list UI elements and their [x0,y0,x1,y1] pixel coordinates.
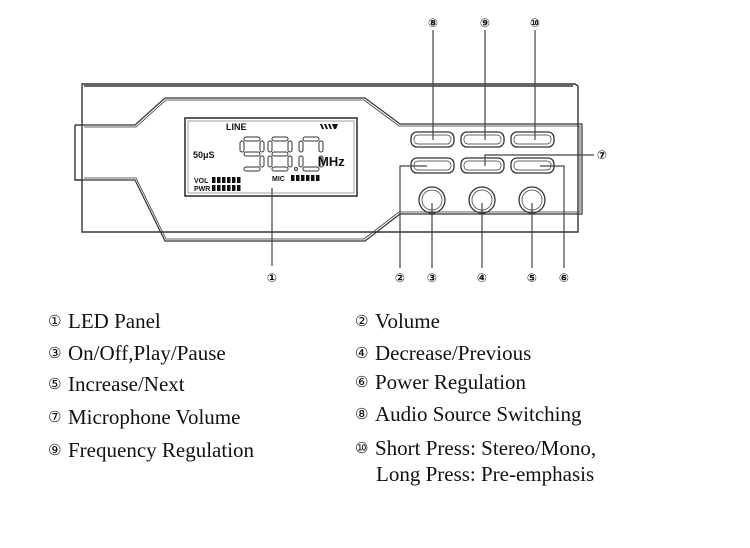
button-frequency[interactable] [460,131,505,148]
device-body [74,83,583,242]
level-bar-segment [217,185,221,191]
legend-label: Microphone Volume [68,405,241,429]
lcd-source-label: LINE [226,122,247,132]
level-bar-segment [212,177,216,183]
callout-10: ⑩ [530,16,540,30]
legend-item: ⑥ Power Regulation [355,372,526,393]
level-bar-segment [296,175,300,181]
level-bar-segment [222,185,226,191]
lcd-panel: LINE 50μS [184,117,358,197]
level-bar-segment [227,177,231,183]
lcd-preemphasis-label: 50μS [193,150,215,160]
callout-5: ⑤ [527,271,537,285]
legend-label: Increase/Next [68,372,185,396]
level-bar-segment [316,175,320,181]
lcd-unit-label: MHz [318,154,345,169]
legend-label: Frequency Regulation [68,438,255,462]
legend-number: ① [48,312,62,330]
legend-number: ⑦ [48,408,62,426]
vol-level-bars [212,177,241,183]
pwr-level-bars [212,185,241,191]
legend-item: ② Volume [355,311,440,332]
lcd-digit [239,136,265,172]
button-mic-volume[interactable] [460,157,505,174]
legend-label: Volume [375,309,440,333]
leader-lines [271,30,594,268]
legend-number: ② [355,312,369,330]
legend-number: ⑩ [355,439,369,457]
legend-item: ④ Decrease/Previous [355,343,531,364]
level-bar-segment [311,175,315,181]
lcd-digit [298,136,324,172]
level-bar-segment [306,175,310,181]
button-stereo-mono[interactable] [510,131,555,148]
legend-number: ⑧ [355,405,369,423]
callout-2: ② [395,271,405,285]
callout-1: ① [267,271,277,285]
callout-8: ⑧ [428,16,438,30]
legend-item: ③ On/Off,Play/Pause [48,343,226,364]
level-bar-segment [217,177,221,183]
legend-label: LED Panel [68,309,161,333]
signal-strength-icon [320,124,338,129]
callout-3: ③ [427,271,437,285]
legend-label: On/Off,Play/Pause [68,341,226,365]
legend-number: ④ [355,344,369,362]
legend-label: Short Press: Stereo/Mono, [375,436,597,460]
level-bar-segment [227,185,231,191]
callout-7: ⑦ [597,148,607,162]
callout-4: ④ [477,271,487,285]
lcd-digit [267,136,293,172]
legend-label: Decrease/Previous [375,341,532,365]
legend-label: Audio Source Switching [375,402,582,426]
callout-9: ⑨ [480,16,490,30]
lcd-pwr-label: PWR [194,186,210,193]
level-bar-segment [237,177,241,183]
lcd-frequency-digits [239,136,324,172]
legend-number: ③ [48,344,62,362]
legend-label: Power Regulation [375,370,527,394]
level-bar-segment [291,175,295,181]
legend-item: ⑩ Short Press: Stereo/Mono,Long Press: Pr… [355,438,596,485]
legend-item: ⑨ Frequency Regulation [48,440,254,461]
callout-6: ⑥ [559,271,569,285]
legend-item: ① LED Panel [48,311,161,332]
legend-item: ⑧ Audio Source Switching [355,404,581,425]
legend-label-continuation: Long Press: Pre-emphasis [376,462,595,486]
level-bar-segment [232,185,236,191]
level-bar-segment [232,177,236,183]
level-bar-segment [222,177,226,183]
legend-number: ⑥ [355,373,369,391]
legend-item: ⑤ Increase/Next [48,374,185,395]
legend-item: ⑦ Microphone Volume [48,407,240,428]
legend-number: ⑤ [48,375,62,393]
mic-level-bars [291,175,320,181]
device-diagram: LINE 50μS [74,16,607,285]
level-bar-segment [301,175,305,181]
callout-numbers: ⑧ ⑨ ⑩ ⑦ ① ② ③ ④ ⑤ ⑥ [267,16,607,285]
level-bar-segment [212,185,216,191]
lcd-mic-label: MIC [272,176,285,183]
legend-number: ⑨ [48,441,62,459]
lcd-vol-label: VOL [194,178,209,185]
level-bar-segment [237,185,241,191]
